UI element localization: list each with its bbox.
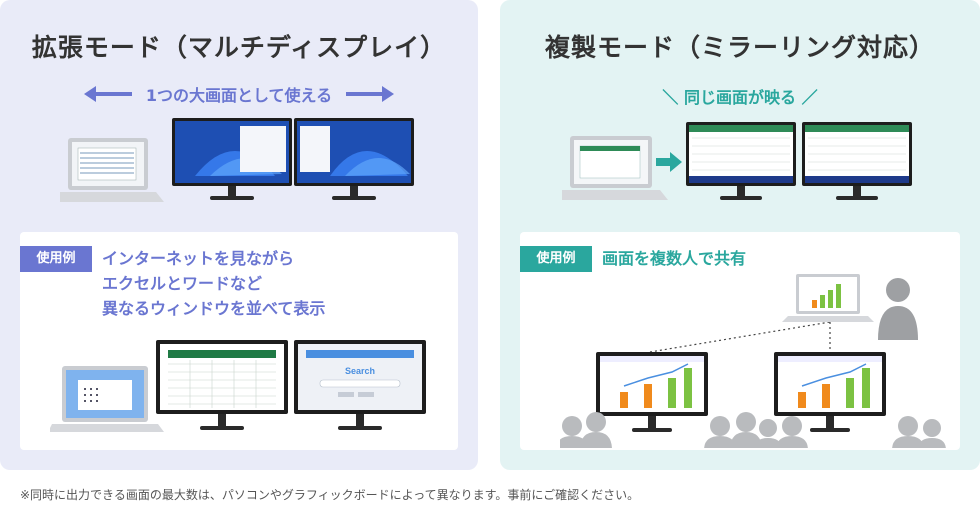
- description-line: エクセルとワードなど: [102, 274, 263, 293]
- usage-example-badge: 使用例: [20, 246, 92, 272]
- monitor-icon: [802, 122, 912, 200]
- monitor-icon: [294, 118, 414, 200]
- extend-arrow-row: 1つの大画面として使える: [0, 82, 478, 106]
- mirror-example-card: 使用例 画面を複数人で共有: [520, 232, 960, 450]
- laptop-icon: [782, 274, 874, 322]
- mirror-devices-illustration: [562, 122, 912, 200]
- right-arrow-icon: [346, 86, 395, 102]
- left-arrow-icon: [83, 86, 132, 102]
- footnote: ※同時に出力できる画面の最大数は、パソコンやグラフィックボードによって異なります…: [20, 488, 640, 502]
- mirror-example-illustration: [560, 274, 946, 448]
- extend-example-description: インターネットを見ながら エクセルとワードなど 異なるウィンドウを並べて表示: [102, 246, 325, 321]
- extend-example-card: 使用例 インターネットを見ながら エクセルとワードなど 異なるウィンドウを並べて…: [20, 232, 458, 450]
- monitor-icon: [156, 340, 288, 430]
- monitor-icon: [774, 352, 886, 432]
- person-icon: [878, 278, 918, 340]
- description-line: インターネットを見ながら: [102, 249, 295, 268]
- description-line: 異なるウィンドウを並べて表示: [102, 299, 326, 318]
- laptop-icon: [562, 136, 668, 200]
- browser-search-label: Search: [345, 366, 375, 376]
- usage-example-badge: 使用例: [520, 246, 592, 272]
- monitor-icon: Search: [294, 340, 426, 430]
- mirror-caption: ＼ 同じ画面が映る ／: [662, 88, 818, 107]
- laptop-icon: [50, 366, 164, 432]
- mirror-mode-panel: 複製モード（ミラーリング対応） ＼ 同じ画面が映る ／: [500, 0, 980, 470]
- mirror-example-description: 画面を複数人で共有: [602, 249, 747, 268]
- mirror-arrow-icon: [656, 152, 682, 172]
- extend-mode-title: 拡張モード（マルチディスプレイ）: [31, 33, 447, 62]
- monitor-icon: [596, 352, 708, 432]
- laptop-icon: [60, 138, 164, 202]
- extend-arrow-text: 1つの大画面として使える: [145, 86, 333, 105]
- extend-devices-illustration: [60, 118, 414, 202]
- extend-mode-panel: 拡張モード（マルチディスプレイ） 1つの大画面として使える: [0, 0, 478, 470]
- extend-example-illustration: Search: [50, 340, 426, 432]
- mirror-mode-title: 複製モード（ミラーリング対応）: [544, 33, 935, 62]
- monitor-icon: [172, 118, 292, 200]
- audience-icon: [560, 412, 946, 448]
- monitor-icon: [686, 122, 796, 200]
